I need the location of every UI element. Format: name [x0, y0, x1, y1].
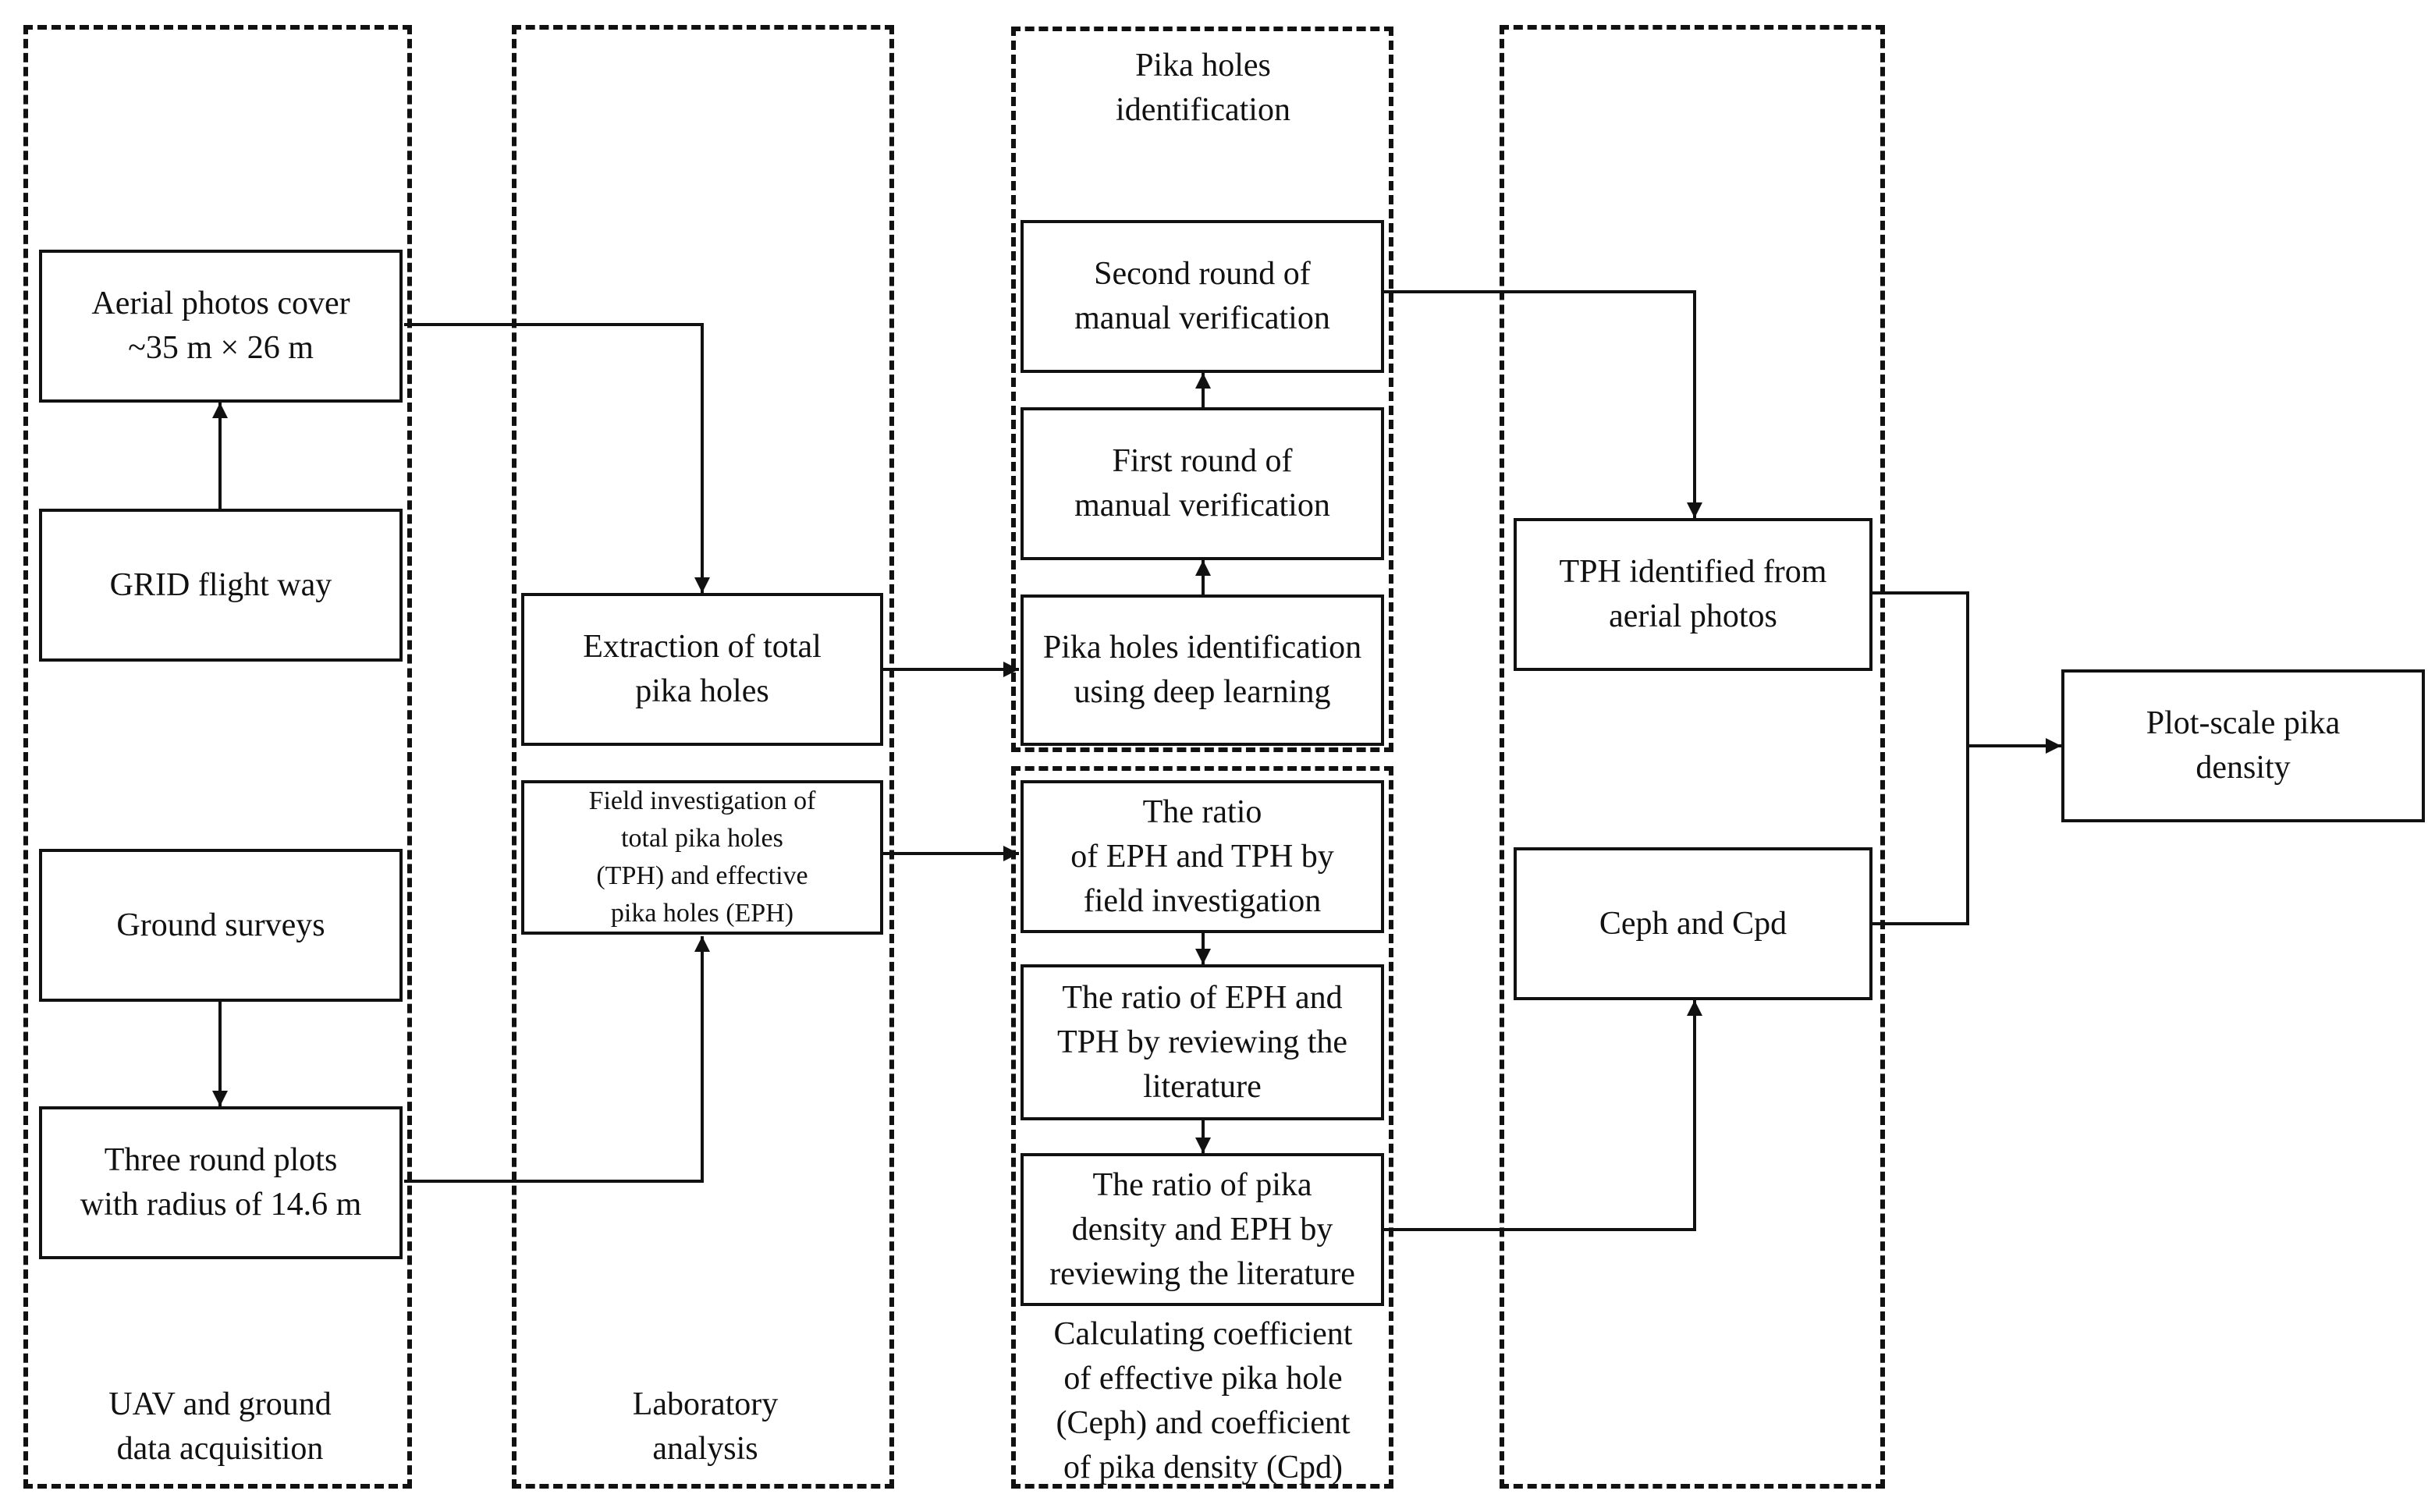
- coefficient-group-title: Calculating coefficient of effective pik…: [1053, 1316, 1353, 1485]
- arrow-plots-to-field: [404, 936, 710, 1183]
- ground-surveys-box: Ground surveys: [39, 849, 403, 1002]
- group-density-frame: [1500, 25, 1885, 1489]
- arrow-density-to-ceph: [1384, 1000, 1702, 1231]
- pika-id-group-title: Pika holes identification: [1116, 48, 1290, 128]
- ceph-cpd-box: Ceph and Cpd: [1514, 847, 1872, 1000]
- tph-identified-box: TPH identified from aerial photos: [1514, 518, 1872, 671]
- ratio-field-box: The ratio of EPH and TPH by field invest…: [1021, 780, 1384, 933]
- group-lab-frame: [512, 25, 894, 1489]
- grid-flight-box: GRID flight way: [39, 509, 403, 662]
- group-pika-id-frame: [1011, 27, 1393, 752]
- extraction-box: Extraction of total pika holes: [521, 593, 883, 746]
- field-investigation-box: Field investigation of total pika holes …: [521, 780, 883, 935]
- first-round-box: First round of manual verification: [1021, 407, 1384, 560]
- lab-group-title: Laboratory analysis: [632, 1386, 779, 1467]
- group-uav-frame: [23, 25, 412, 1489]
- ratio-density-box: The ratio of pika density and EPH by rev…: [1021, 1153, 1384, 1306]
- uav-group-title: UAV and ground data acquisition: [108, 1386, 332, 1467]
- line-tph-to-merge: [1872, 591, 1969, 925]
- arrow-second-to-tph: [1384, 290, 1702, 518]
- aerial-photos-box: Aerial photos cover ~35 m × 26 m: [39, 250, 403, 403]
- deep-learning-box: Pika holes identification using deep lea…: [1021, 595, 1384, 746]
- group-coefficient-frame: [1011, 766, 1393, 1489]
- arrow-aerial-to-extraction: [404, 323, 710, 593]
- round-plots-box: Three round plots with radius of 14.6 m: [39, 1106, 403, 1259]
- plot-density-box: Plot-scale pika density: [2061, 669, 2425, 822]
- ratio-literature-box: The ratio of EPH and TPH by reviewing th…: [1021, 964, 1384, 1120]
- second-round-box: Second round of manual verification: [1021, 220, 1384, 373]
